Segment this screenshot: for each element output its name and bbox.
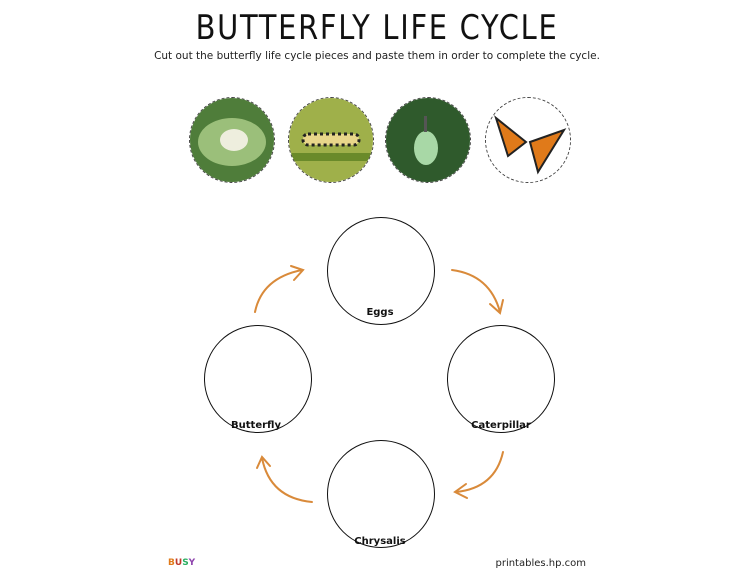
- arrow-icon: [455, 451, 504, 493]
- caterpillar-label: Caterpillar: [471, 420, 531, 431]
- page-title: BUTTERFLY LIFE CYCLE: [195, 8, 559, 48]
- chrysalis-photo: [385, 97, 471, 183]
- chrysalis-circle[interactable]: [327, 440, 435, 548]
- arrow-icon: [261, 457, 313, 503]
- arrow-icon: [451, 269, 501, 313]
- caterpillar-photo: [288, 97, 374, 183]
- footer-site: printables.hp.com: [495, 558, 586, 569]
- instructions: Cut out the butterfly life cycle pieces …: [154, 50, 600, 62]
- busy-logo: BUSY: [168, 558, 196, 568]
- eggs-circle[interactable]: [327, 217, 435, 325]
- caterpillar-circle[interactable]: [447, 325, 555, 433]
- arrow-icon: [254, 269, 303, 313]
- butterfly-circle[interactable]: [204, 325, 312, 433]
- eggs-photo: [189, 97, 275, 183]
- butterfly-photo: [485, 97, 571, 183]
- chrysalis-label: Chrysalis: [354, 536, 406, 547]
- butterfly-label: Butterfly: [231, 420, 281, 431]
- eggs-label: Eggs: [366, 307, 394, 318]
